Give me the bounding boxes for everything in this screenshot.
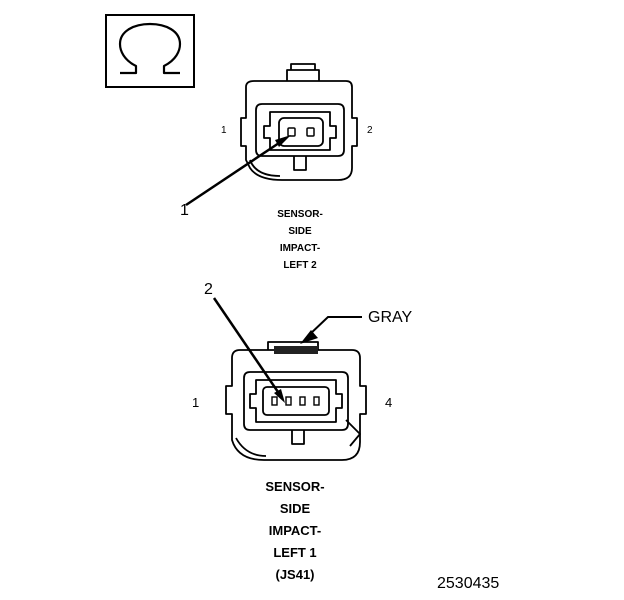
connector-bottom-housing <box>225 341 367 461</box>
terminal-cavity-2 <box>306 127 315 137</box>
caption-line: IMPACT- <box>268 523 322 538</box>
figure-number: 2530435 <box>437 575 500 592</box>
callout-leader-2 <box>212 297 285 403</box>
connector-top-terminals <box>287 127 315 137</box>
gray-leader <box>300 316 362 344</box>
terminal-cavity-1 <box>271 396 278 406</box>
connector-top-caption: SENSOR- SIDE IMPACT- LEFT 2 <box>240 210 360 278</box>
ohm-icon <box>105 14 195 88</box>
connector-bottom-caption: SENSOR- SIDE IMPACT- LEFT 1 (JS41) <box>230 480 360 590</box>
callout-leader-1 <box>185 135 291 207</box>
caption-line: IMPACT- <box>279 243 321 254</box>
caption-line: LEFT 2 <box>283 260 317 271</box>
color-label-gray: GRAY <box>368 309 413 326</box>
pin-label-left: 1 <box>192 395 200 410</box>
caption-line: SENSOR- <box>277 209 323 220</box>
pin-label-right: 2 <box>367 125 373 136</box>
gray-tab <box>274 346 318 354</box>
connector-top-housing <box>240 63 358 181</box>
terminal-cavity-2 <box>285 396 292 406</box>
terminal-cavity-3 <box>299 396 306 406</box>
caption-line: SIDE <box>279 501 311 516</box>
terminal-cavity-4 <box>313 396 320 406</box>
connector-bottom-terminals <box>271 396 320 406</box>
pin-label-left: 1 <box>221 125 227 136</box>
callout-number-1: 1 <box>180 202 189 219</box>
caption-line: (JS41) <box>275 567 315 582</box>
caption-line: SIDE <box>288 226 312 237</box>
caption-line: SENSOR- <box>265 479 325 494</box>
terminal-cavity-1 <box>287 127 296 137</box>
pin-label-right: 4 <box>385 395 393 410</box>
callout-number-2: 2 <box>204 281 213 298</box>
caption-line: LEFT 1 <box>273 545 317 560</box>
